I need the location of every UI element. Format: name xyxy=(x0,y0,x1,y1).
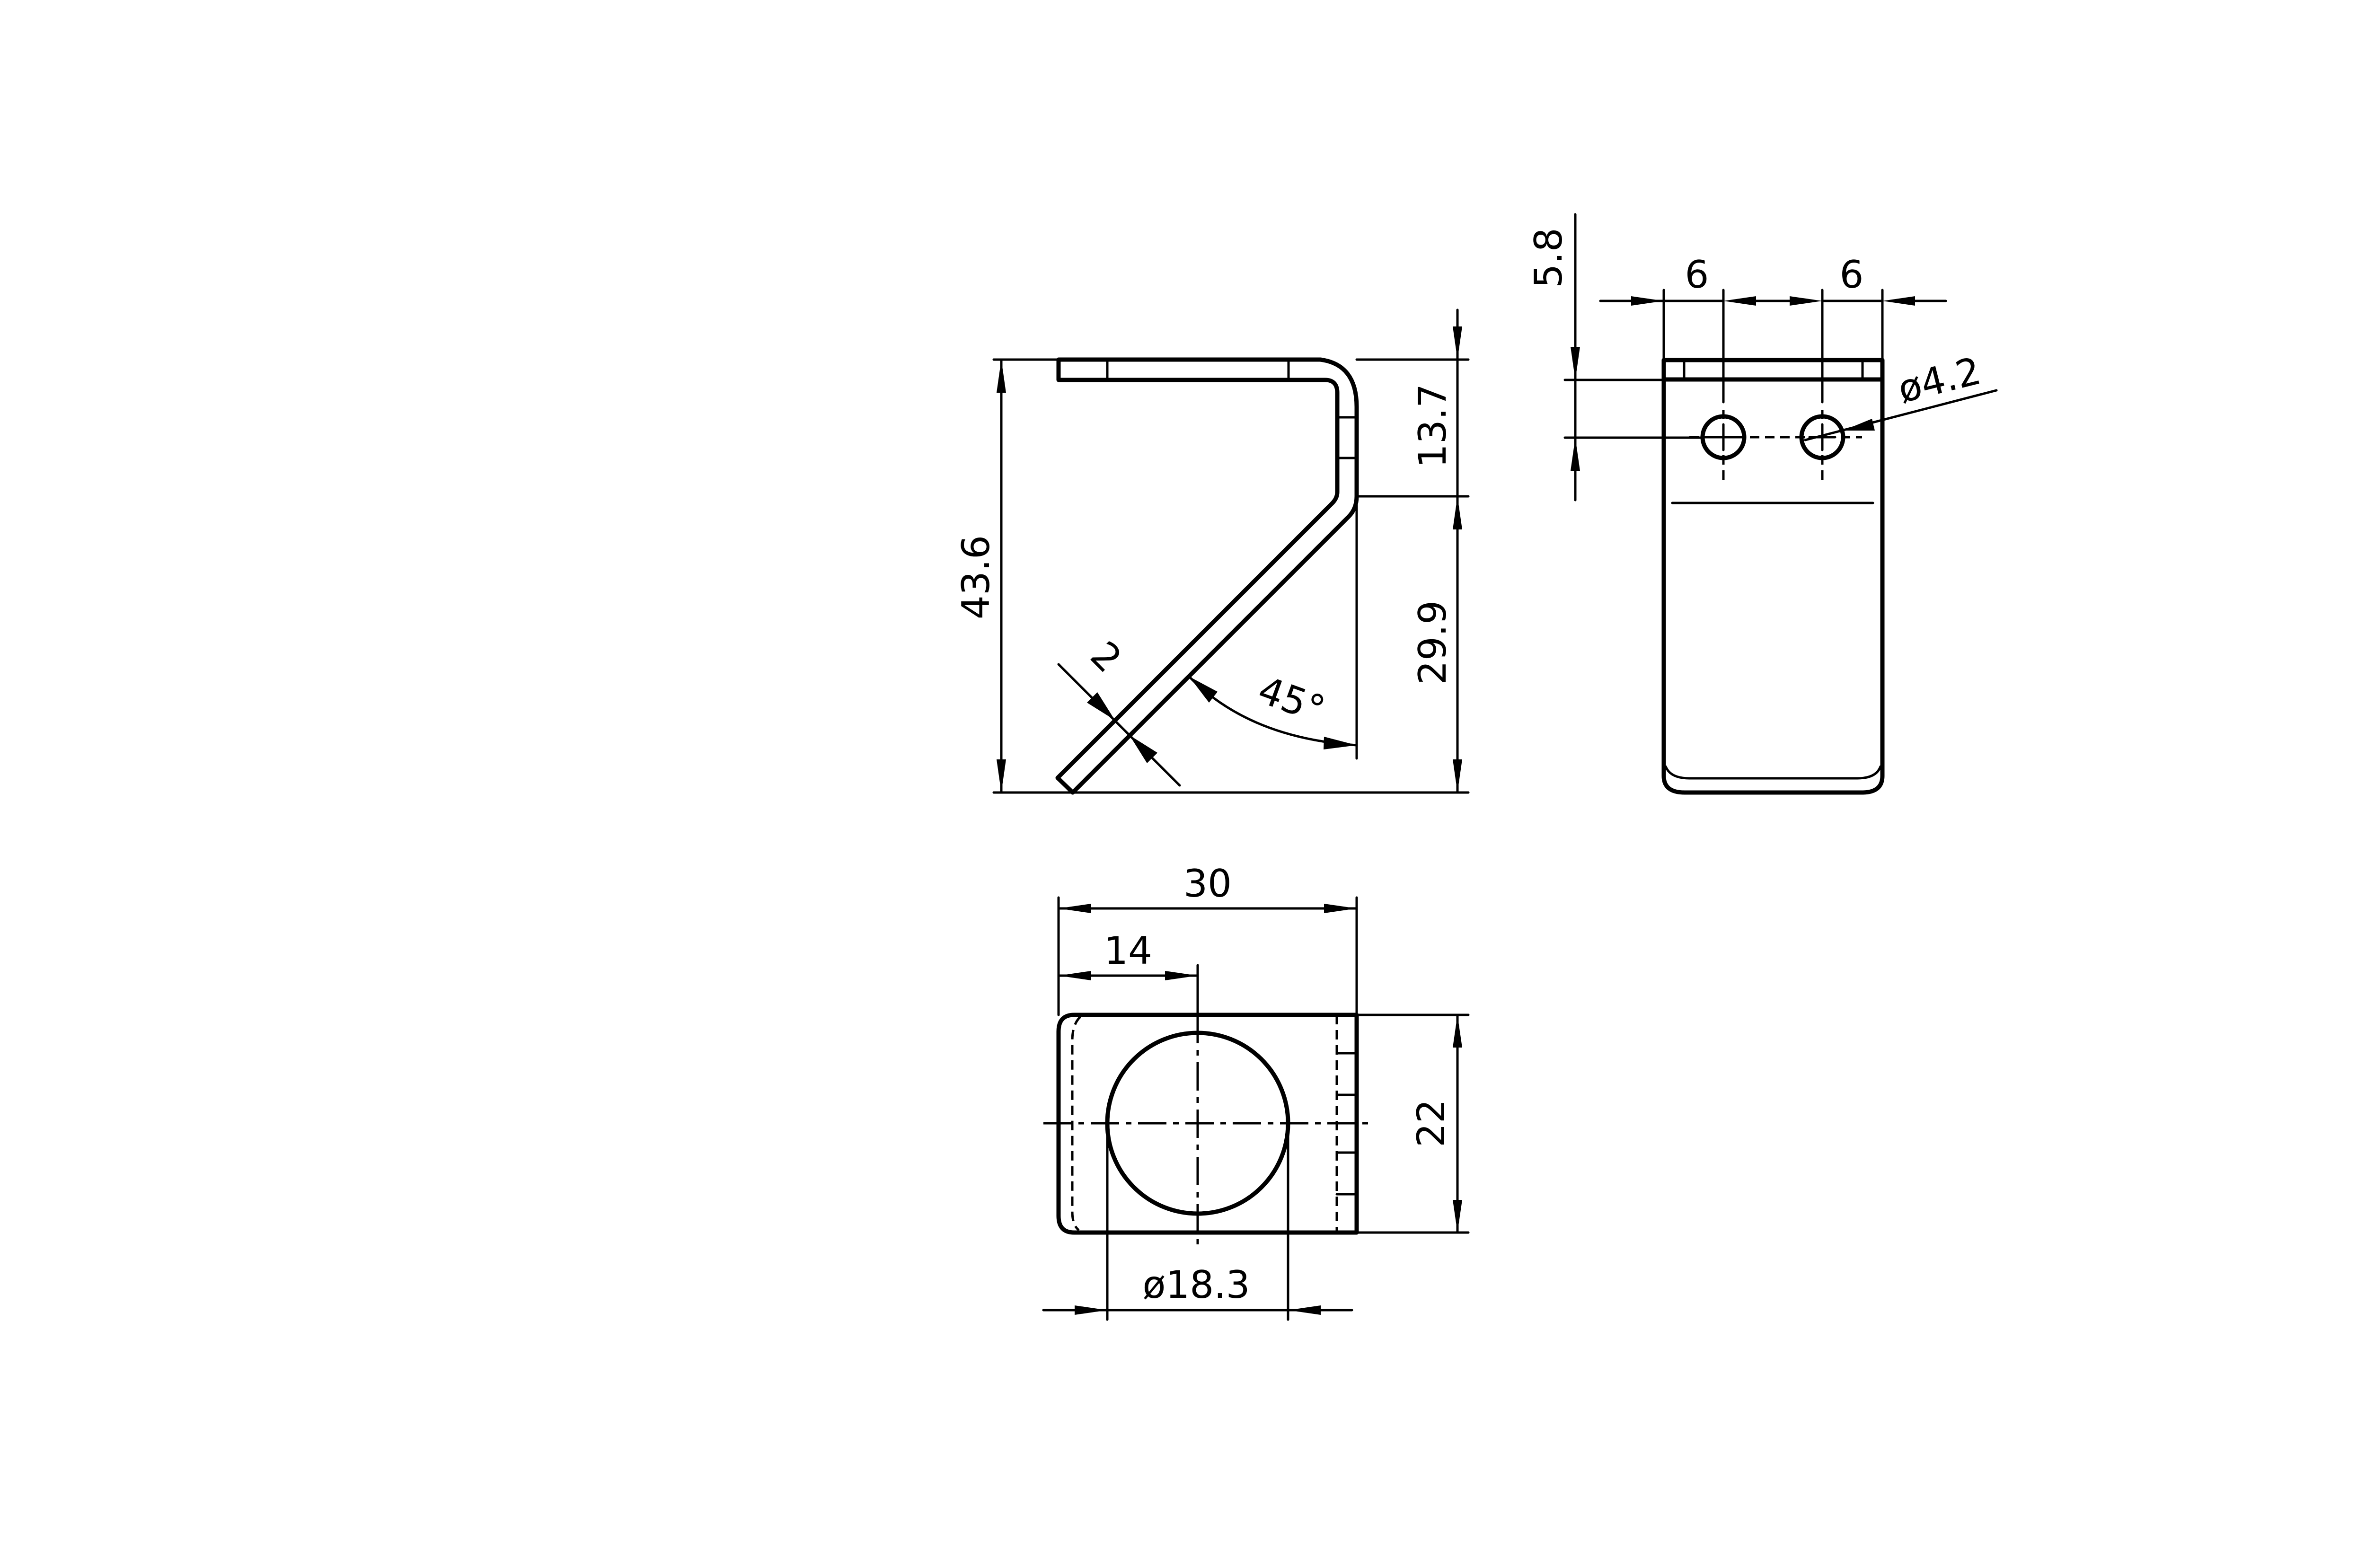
arrow-icon xyxy=(1790,296,1822,306)
dim-label-thickness: 2 xyxy=(1082,633,1130,681)
arrow-icon xyxy=(1631,296,1664,306)
front-body-outline xyxy=(1661,358,1885,795)
dim-line-thickness xyxy=(1057,663,1181,787)
dim-label-angle: 45° xyxy=(1253,668,1331,732)
arrow-icon xyxy=(997,360,1006,393)
front-view: 6 6 5.8 ø4.2 xyxy=(1527,213,1998,795)
arrow-icon xyxy=(1723,296,1756,306)
arrow-icon xyxy=(1453,759,1462,793)
leader-hole-diameter xyxy=(1804,389,1998,441)
arrow-icon xyxy=(1571,438,1580,471)
side-profile-outline xyxy=(1055,357,1359,795)
bottom-hidden-edge-left xyxy=(1071,1016,1081,1232)
arrow-icon xyxy=(1288,1305,1321,1315)
front-bottom-inner-edge xyxy=(1664,765,1882,780)
arrow-icon xyxy=(1189,677,1218,703)
dim-label-6-right: 6 xyxy=(1840,253,1864,297)
dim-label-6-left: 6 xyxy=(1685,253,1709,297)
dim-label-bore-diameter: ø18.3 xyxy=(1142,1263,1250,1307)
arrow-icon xyxy=(1130,735,1157,763)
arrow-icon xyxy=(1165,971,1198,980)
arrow-icon xyxy=(1882,296,1915,306)
arrow-icon xyxy=(1324,737,1357,749)
arrow-icon xyxy=(1453,1200,1462,1233)
bottom-view: 30 14 22 ø18.3 xyxy=(1042,862,1470,1321)
arrow-icon xyxy=(1571,347,1580,380)
arrow-icon xyxy=(1453,1015,1462,1048)
arrow-icon xyxy=(1324,904,1357,913)
dim-label-13-7: 13.7 xyxy=(1411,384,1455,468)
dim-label-29-9: 29.9 xyxy=(1411,600,1455,685)
dim-label-14: 14 xyxy=(1104,929,1152,973)
arrow-icon xyxy=(1087,692,1115,720)
dim-label-5-8: 5.8 xyxy=(1527,228,1571,288)
arrow-icon xyxy=(1075,1305,1107,1315)
arrow-icon xyxy=(997,759,1006,793)
dim-label-43-6: 43.6 xyxy=(954,535,998,619)
dim-label-22: 22 xyxy=(1409,1099,1453,1147)
bottom-body-outline xyxy=(1056,1013,1359,1235)
arrow-icon xyxy=(1059,904,1091,913)
arrow-icon xyxy=(1843,419,1875,431)
dim-label-30: 30 xyxy=(1183,862,1232,906)
side-view: 43.6 13.7 29.9 2 45° xyxy=(954,308,1470,795)
arrow-icon xyxy=(1453,326,1462,360)
dim-label-hole-diameter: ø4.2 xyxy=(1894,349,1985,412)
arrow-icon xyxy=(1059,971,1091,980)
